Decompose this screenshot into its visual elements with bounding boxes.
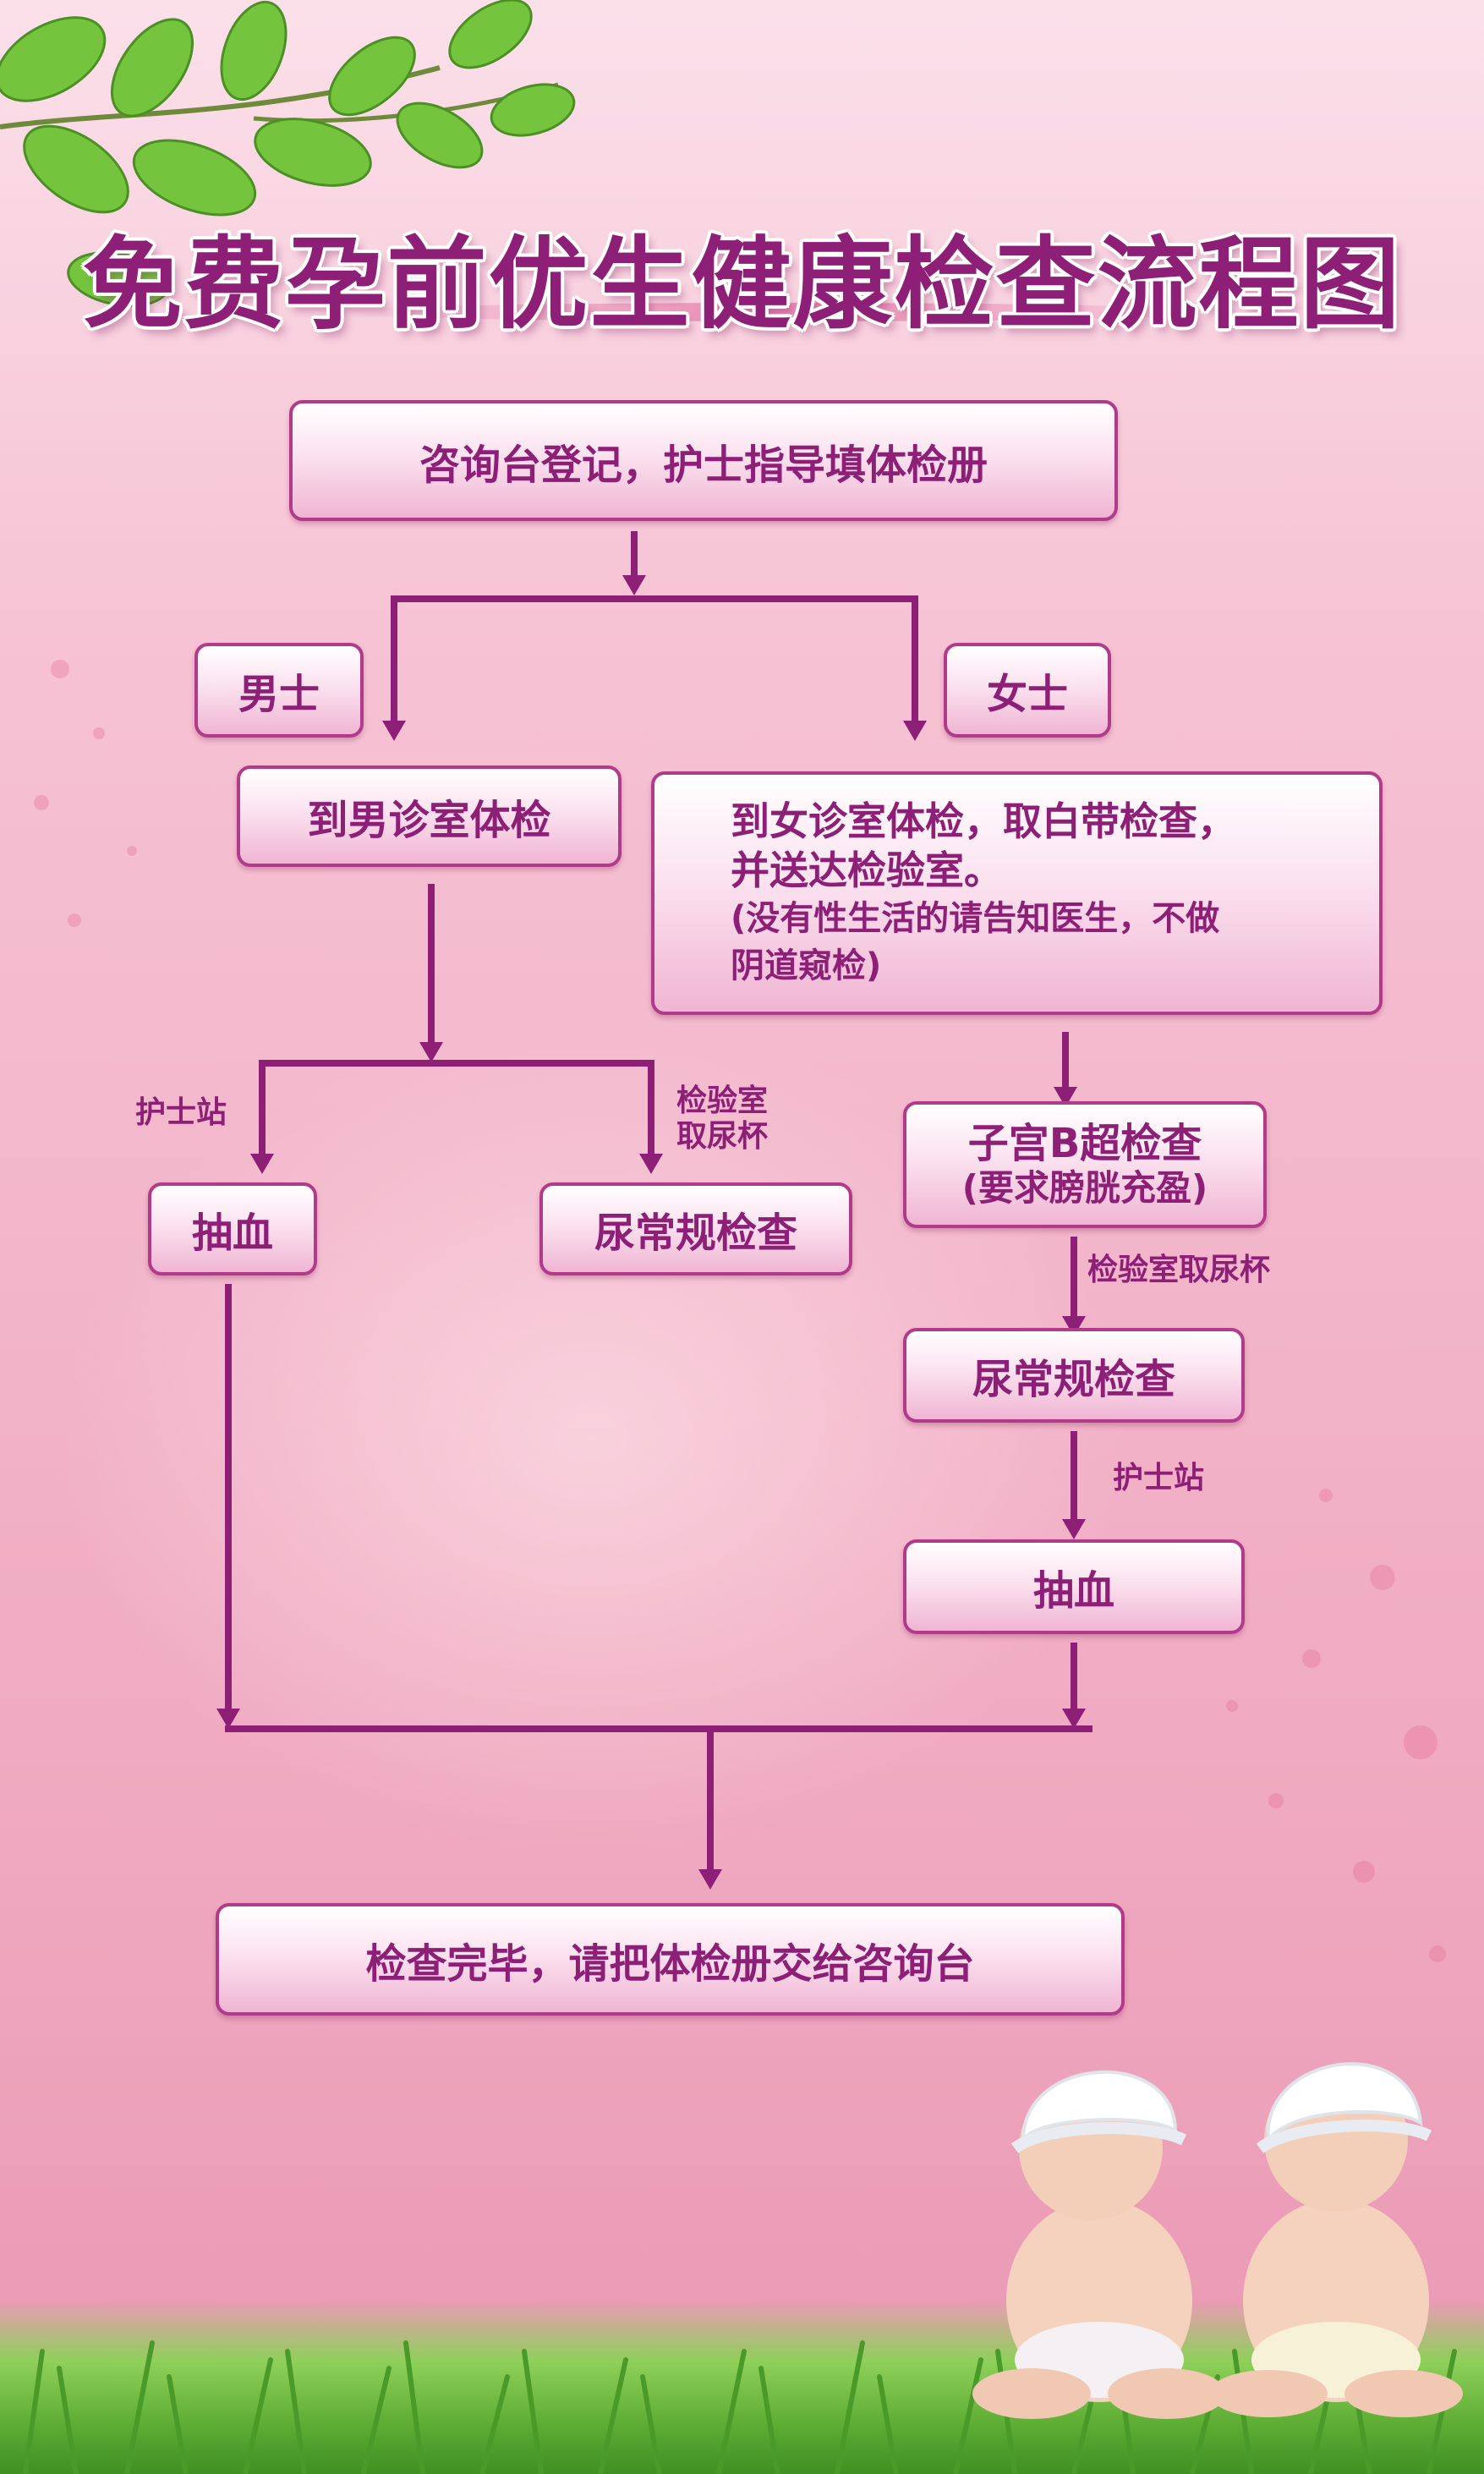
male-urine-text: 尿常规检查 [594,1210,797,1257]
lab-cup-label-line1: 检验室 [676,1083,769,1118]
female-blood-text: 抽血 [1032,1567,1114,1615]
finish-box: 检查完毕，请把体检册交给咨询台 [216,1903,1125,2016]
female-exam-line1: 到女诊室体检，取白带检查， [731,798,1236,844]
connector [648,1060,654,1157]
female-exam-line2: 并送达检验室。 [731,848,1003,893]
register-text: 咨询台登记，护士指导填体检册 [419,441,988,489]
connector [631,531,638,578]
male-blood-box: 抽血 [148,1182,317,1275]
baby-right-icon [1209,2062,1463,2417]
female-urine-box: 尿常规检查 [903,1328,1245,1423]
ultrasound-line1: 子宫B超检查 [967,1120,1202,1167]
nurse-station-left-label: 护士站 [135,1095,227,1130]
male-box: 男士 [194,643,364,738]
female-urine-text: 尿常规检查 [972,1356,1175,1403]
arrow-icon [639,1154,663,1174]
arrow-icon [419,1042,443,1062]
title-swoosh [338,303,1226,321]
register-box: 咨询台登记，护士指导填体检册 [289,400,1118,521]
female-exam-line4: 阴道窥检) [731,946,882,985]
page-title: 免费孕前优生健康检查流程图 [82,226,1402,343]
nurse-station-right-label: 护士站 [1113,1461,1205,1495]
finish-text: 检查完毕，请把体检册交给咨询台 [365,1939,975,1988]
female-exam-line3: (没有性生活的请告知医生，不做 [731,899,1220,938]
arrow-icon [1062,1519,1086,1539]
arrow-icon [903,721,927,741]
male-exam-text: 到男诊室体检 [307,797,551,844]
leaf-branch-icon [0,0,576,307]
arrow-icon [382,721,406,741]
connector [1071,1643,1077,1712]
female-blood-box: 抽血 [903,1539,1245,1634]
arrow-icon [622,575,646,595]
female-label: 女士 [986,671,1068,718]
connector [707,1732,714,1872]
connector [225,1284,232,1711]
baby-left-icon [972,2071,1226,2419]
connector [391,595,918,602]
connector [912,595,918,724]
lab-cup-right-label: 检验室取尿杯 [1087,1253,1271,1287]
connector [1062,1032,1069,1089]
male-exam-box: 到男诊室体检 [237,765,622,867]
ultrasound-box: 子宫B超检查 (要求膀胱充盈) [903,1101,1267,1228]
connector [428,884,435,1045]
arrow-icon [698,1869,722,1890]
male-label: 男士 [238,671,320,718]
lab-cup-label-line2: 取尿杯 [676,1119,769,1154]
male-blood-text: 抽血 [191,1210,273,1257]
arrow-icon [250,1154,274,1174]
connector [259,1060,654,1067]
connector [391,595,397,724]
female-box: 女士 [944,643,1111,738]
connector [1071,1431,1077,1522]
merge-connector [225,1725,1092,1732]
connector [259,1060,266,1157]
connector [1071,1237,1077,1319]
male-urine-box: 尿常规检查 [539,1182,852,1275]
female-exam-box: 到女诊室体检，取白带检查， 并送达检验室。 (没有性生活的请告知医生，不做 阴道… [651,771,1383,1015]
ultrasound-line2: (要求膀胱充盈) [961,1167,1208,1209]
